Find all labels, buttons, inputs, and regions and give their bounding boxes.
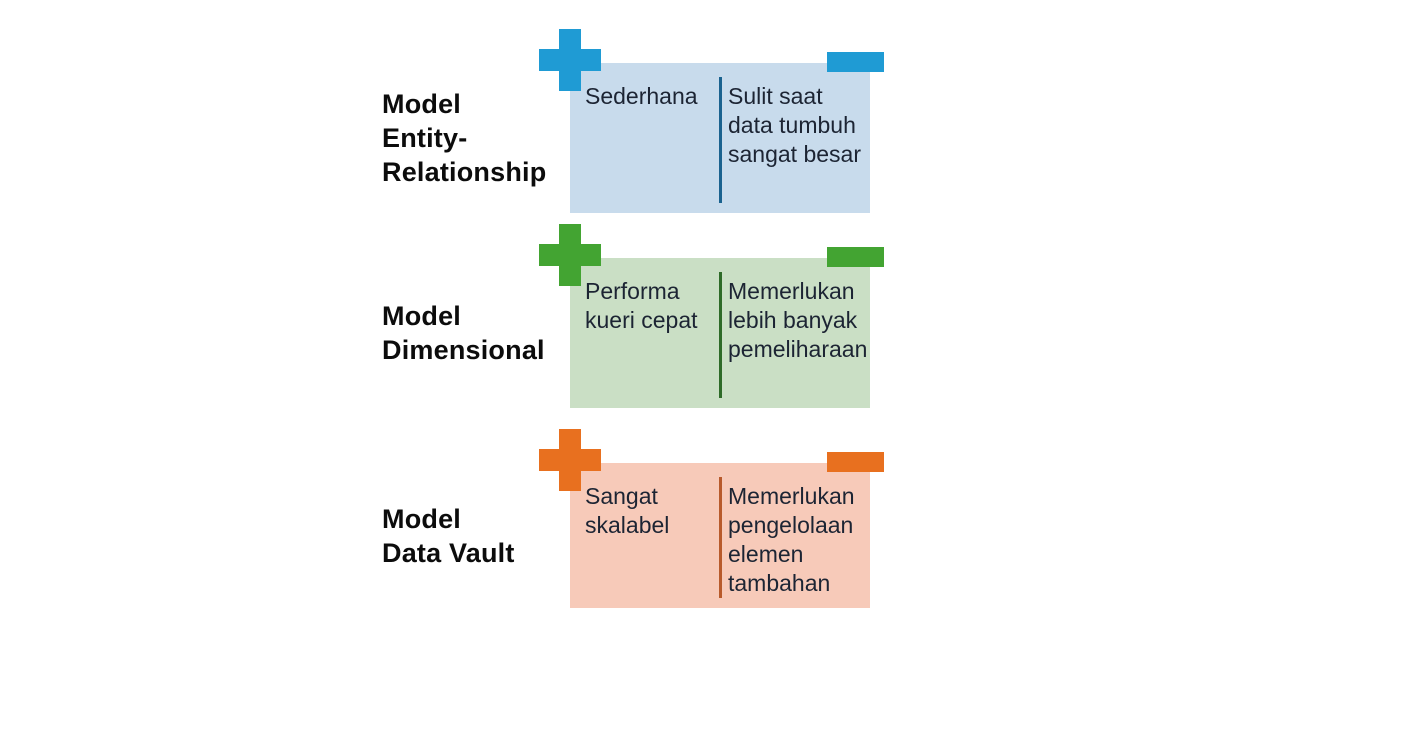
con-text: Sulit saat data tumbuh sangat besar [728,83,861,167]
column-divider [719,77,722,203]
pros-cons-box: Performa kueri cepat Memerlukan lebih ba… [539,224,884,408]
pro-text: Performa kueri cepat [585,278,698,333]
label-line: Entity- [382,123,468,153]
row-label-dimensional: Model Dimensional [382,299,545,367]
plus-icon [539,429,601,491]
row-label-entity-relationship: Model Entity- Relationship [382,87,546,189]
pro-text: Sangat skalabel [585,483,670,538]
minus-icon [827,52,884,72]
pros-cons-box: Sangat skalabel Memerlukan pengelolaan e… [539,429,884,608]
plus-icon [539,29,601,91]
con-text: Memerlukan pengelolaan elemen tambahan [728,483,855,596]
plus-icon [539,224,601,286]
con-text: Memerlukan lebih banyak pemeliharaan [728,278,868,362]
row-label-data-vault: Model Data Vault [382,502,515,570]
label-line: Dimensional [382,335,545,365]
pro-text: Sederhana [585,83,698,109]
column-divider [719,272,722,398]
pros-cons-box: Sederhana Sulit saat data tumbuh sangat … [539,29,884,213]
label-line: Data Vault [382,538,515,568]
label-line: Relationship [382,157,547,187]
minus-icon [827,452,884,472]
column-divider [719,477,722,598]
label-line: Model [382,504,461,534]
label-line: Model [382,89,461,119]
minus-icon [827,247,884,267]
label-line: Model [382,301,461,331]
